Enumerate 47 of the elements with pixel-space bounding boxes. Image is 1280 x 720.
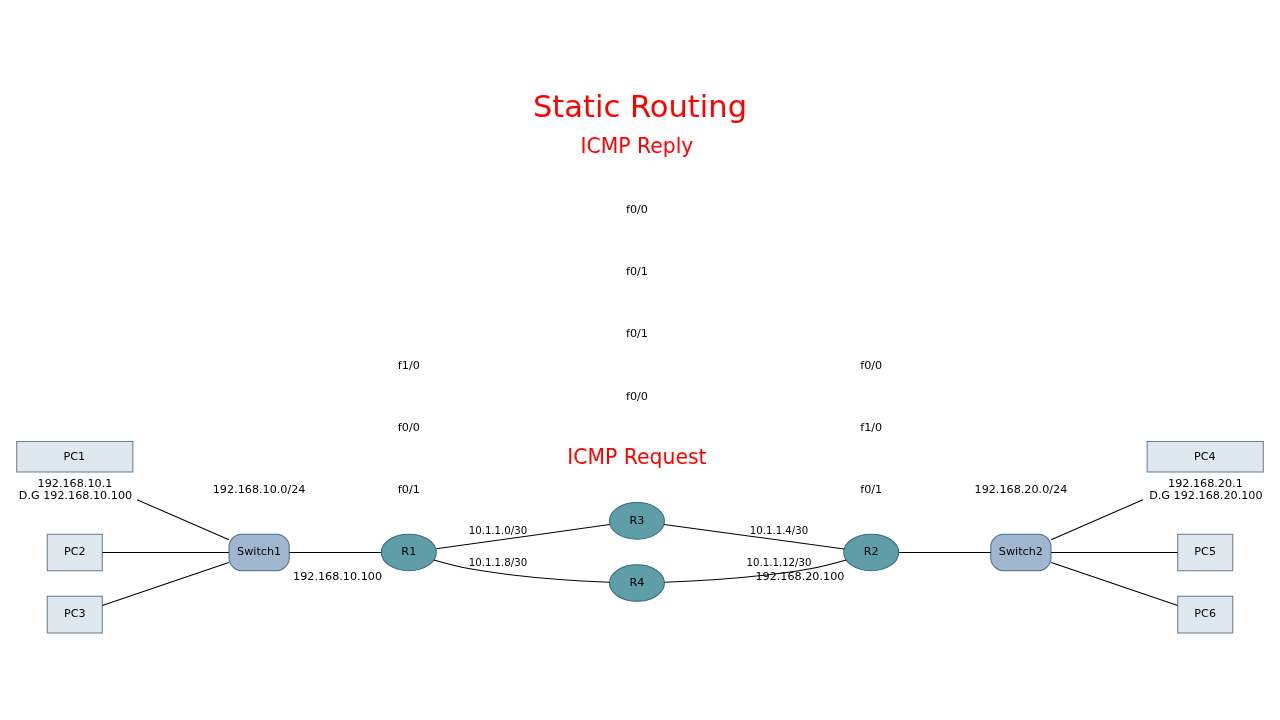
label: ICMP Reply (580, 133, 694, 158)
edge-label: 10.1.1.12/30 (746, 556, 812, 568)
connector (435, 523, 611, 549)
label: f1/0 (397, 358, 420, 372)
edge-label: 10.1.1.8/30 (468, 556, 528, 568)
edge-label: 10.1.1.4/30 (749, 524, 809, 536)
label: ICMP Request (567, 444, 707, 469)
connector (663, 523, 845, 549)
connector (288, 551, 382, 553)
label: 192.168.10.0/24 (212, 482, 306, 496)
node-ellipse: R1 (380, 533, 437, 571)
node-ellipse: R4 (608, 563, 665, 602)
connector (101, 561, 230, 606)
node-ellipse: R3 (608, 501, 665, 540)
node-box: Switch2 (990, 533, 1052, 571)
connector (1050, 561, 1179, 606)
label: f0/1 (625, 264, 648, 278)
node-label: D.G 192.168.20.100 (1149, 488, 1263, 502)
connector (101, 551, 230, 553)
label: f0/0 (625, 202, 648, 216)
node-label: 192.168.20.100 (755, 569, 845, 583)
diagram-title: Static Routing (532, 88, 748, 124)
connector (1050, 551, 1179, 553)
connector (898, 551, 992, 553)
node-box: PC5 (1177, 533, 1234, 571)
label: f0/0 (397, 420, 420, 434)
node-label: 192.168.20.1 (1168, 476, 1243, 490)
label: 192.168.20.0/24 (974, 482, 1068, 496)
node-box: PC3 (46, 595, 103, 633)
node-box: Switch1 (228, 533, 290, 571)
node-box: PC6 (1177, 595, 1234, 633)
connector (664, 559, 847, 583)
label: f0/1 (625, 326, 648, 340)
label: f0/0 (625, 389, 648, 403)
node-ellipse: R2 (843, 533, 900, 571)
label: f0/0 (860, 358, 883, 372)
node-box: PC2 (46, 533, 103, 571)
connector (136, 498, 230, 540)
label: f0/1 (397, 482, 420, 496)
node-label: D.G 192.168.10.100 (18, 488, 133, 502)
edge-label: 10.1.1.0/30 (468, 524, 528, 536)
node-label: 192.168.10.100 (293, 569, 383, 583)
node-label: 192.168.10.1 (37, 476, 113, 490)
connector (433, 559, 610, 583)
connector (1050, 498, 1144, 540)
label: f1/0 (860, 420, 883, 434)
label: f0/1 (860, 482, 883, 496)
